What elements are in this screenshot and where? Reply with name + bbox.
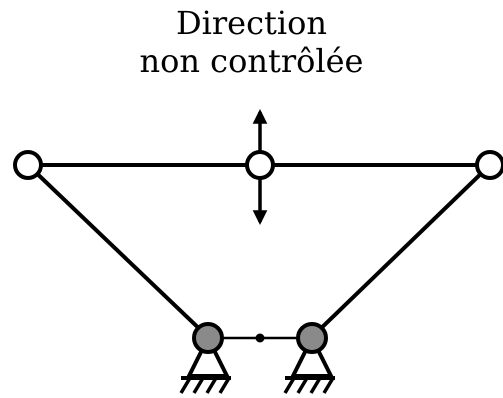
right-link (310, 163, 492, 339)
direction-label-line1: Direction (175, 4, 327, 42)
right-ground-joint (296, 322, 328, 354)
direction-label-line2: non contrôlée (139, 42, 364, 80)
left-ground-support (179, 322, 231, 394)
left-link (26, 163, 210, 339)
left-ground-joint (192, 322, 224, 354)
left-joint (13, 150, 43, 180)
right-ground-support (283, 322, 335, 394)
middle-joint (245, 150, 275, 180)
bottom-link-midpoint (255, 333, 265, 343)
right-joint (475, 150, 503, 180)
direction-label: Direction non contrôlée (0, 4, 503, 80)
